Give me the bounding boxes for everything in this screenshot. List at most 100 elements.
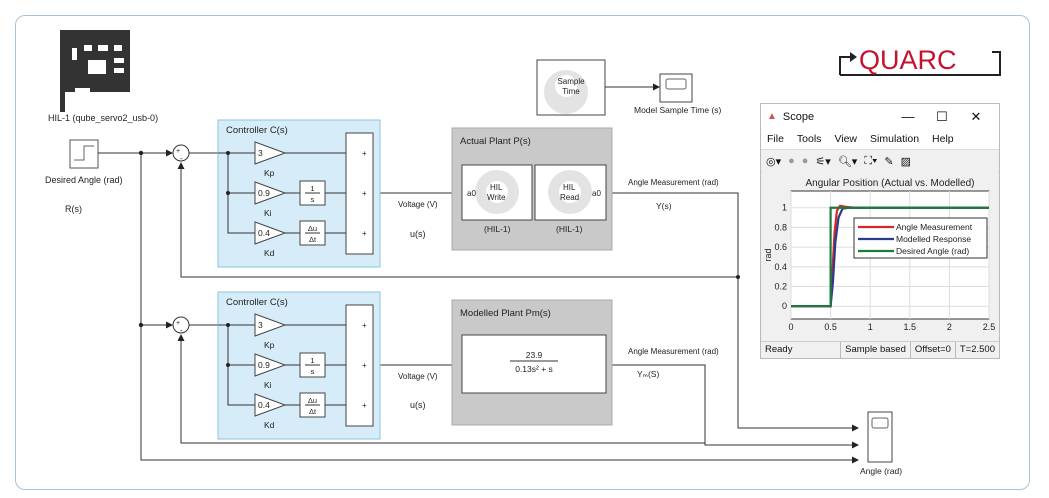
- hil-board-icon[interactable]: [60, 30, 130, 112]
- svg-text:23.9: 23.9: [526, 350, 543, 360]
- menu-tools[interactable]: Tools: [796, 133, 822, 145]
- modelled-plant-block[interactable]: Modelled Plant Pm(s) 23.9 0.13s² + s: [451, 299, 613, 426]
- sample-time-scope-label: Model Sample Time (s): [634, 105, 722, 115]
- menu-simulation[interactable]: Simulation: [870, 133, 920, 145]
- svg-text:-: -: [180, 154, 183, 163]
- gain-ki: [254, 181, 287, 205]
- close-button[interactable]: ✕: [970, 108, 982, 124]
- maximize-button[interactable]: ☐: [936, 108, 948, 124]
- scope-title: Scope: [782, 110, 815, 123]
- svg-text:Δt: Δt: [309, 235, 317, 244]
- status-ready: Ready: [765, 344, 793, 355]
- angle-measurement-label-1: Angle Measurement (rad): [628, 178, 719, 187]
- zoom-icon[interactable]: 🔍︎▾: [837, 155, 858, 168]
- menu-view[interactable]: View: [834, 133, 858, 145]
- signal-icon[interactable]: ⚟▾: [815, 155, 831, 168]
- legend-entry-2: Desired Angle (rad): [896, 246, 969, 256]
- matlab-icon: ▲: [767, 111, 777, 122]
- sample-time-scope[interactable]: [659, 73, 693, 103]
- svg-text:Δu: Δu: [308, 224, 317, 233]
- controller-title: Controller C(s): [226, 125, 288, 136]
- gain-ki: [254, 353, 287, 377]
- menu-file[interactable]: File: [767, 133, 784, 145]
- minimize-button[interactable]: —: [901, 109, 915, 124]
- svg-text:HIL: HIL: [563, 183, 576, 192]
- plus-sign: +: [362, 321, 367, 330]
- legend-entry-1: Modelled Response: [896, 234, 971, 244]
- step-block[interactable]: [69, 139, 99, 169]
- svg-text:QUARC: QUARC: [859, 45, 957, 75]
- svg-text:+: +: [176, 148, 180, 155]
- menu-help[interactable]: Help: [932, 133, 954, 145]
- y-tick-label: 0.6: [774, 242, 787, 252]
- x-tick-label: 1: [868, 322, 873, 332]
- gain-value-ki: 0.9: [258, 188, 270, 198]
- scope-plot: Angular Position (Actual vs. Modelled) 0 0…: [762, 172, 998, 344]
- sum-junction-2[interactable]: +-: [172, 316, 190, 335]
- chart-title: Angular Position (Actual vs. Modelled): [806, 178, 975, 189]
- y-tick-label: 0: [782, 301, 787, 311]
- status-bar: Ready Sample based Offset=0 T=2.500: [761, 341, 999, 358]
- scope-window[interactable]: ▲ Scope — ☐ ✕ File Tools View Simulation…: [760, 103, 1000, 359]
- angle-scope-label: Angle (rad): [860, 466, 902, 476]
- plus-sign: +: [362, 149, 367, 158]
- svg-text:Actual Plant P(s): Actual Plant P(s): [460, 136, 531, 147]
- x-tick-label: 1.5: [904, 322, 917, 332]
- x-tick-label: 0: [788, 322, 793, 332]
- svg-text:Sample: Sample: [557, 77, 585, 86]
- menu-bar: File Tools View Simulation Help: [761, 129, 999, 149]
- voltage-label-1: Voltage (V): [398, 200, 438, 209]
- gain-value-kp: 3: [258, 148, 263, 158]
- run-icon[interactable]: ●: [788, 155, 795, 167]
- svg-text:(HIL-1): (HIL-1): [484, 224, 511, 234]
- gain-label-ki: Ki: [264, 380, 272, 390]
- y-tick-label: 0.8: [774, 222, 787, 232]
- svg-text:(HIL-1): (HIL-1): [556, 224, 583, 234]
- sum-block: [345, 132, 374, 255]
- svg-text:Read: Read: [560, 193, 579, 202]
- stop-icon[interactable]: ●: [801, 155, 809, 167]
- gain-label-kp: Kp: [264, 340, 275, 350]
- status-offset: Offset=0: [909, 342, 955, 358]
- integrator-block: [299, 352, 326, 378]
- plus-sign: +: [362, 189, 367, 198]
- hil-board-label: HIL-1 (qube_servo2_usb-0): [48, 113, 158, 123]
- cursor-icon[interactable]: ✎: [884, 155, 894, 168]
- gain-value-ki: 0.9: [258, 360, 270, 370]
- angle-scope-block[interactable]: [867, 411, 893, 463]
- gain-value-kd: 0.4: [258, 400, 270, 410]
- status-time: T=2.500: [954, 342, 999, 358]
- plus-sign: +: [362, 401, 367, 410]
- svg-text:a0: a0: [467, 189, 476, 198]
- y-tick-label: 1: [782, 203, 787, 213]
- gain-value-kd: 0.4: [258, 228, 270, 238]
- svg-text:Δu: Δu: [308, 396, 317, 405]
- gain-label-kd: Kd: [264, 420, 275, 430]
- status-mode: Sample based: [840, 342, 910, 358]
- diagram-frame: [15, 15, 1030, 490]
- sum-junction-1[interactable]: +-: [172, 144, 190, 163]
- svg-text:s: s: [311, 195, 315, 204]
- x-tick-label: 2.5: [983, 322, 996, 332]
- gain-label-kp: Kp: [264, 168, 275, 178]
- angle-measurement-label-2: Angle Measurement (rad): [628, 347, 719, 356]
- derivative-block: [299, 392, 326, 418]
- gain-label-ki: Ki: [264, 208, 272, 218]
- sum-block: [345, 304, 374, 427]
- scope-title-bar[interactable]: ▲ Scope — ☐ ✕: [761, 104, 999, 129]
- svg-text:Modelled Plant Pm(s): Modelled Plant Pm(s): [460, 308, 551, 319]
- gain-value-kp: 3: [258, 320, 263, 330]
- ym-label: Yₘ(S): [637, 369, 659, 379]
- svg-text:1: 1: [310, 184, 314, 193]
- style-icon[interactable]: ▨: [900, 155, 912, 168]
- settings-icon[interactable]: ◎▾: [766, 155, 782, 168]
- svg-text:Time: Time: [562, 87, 580, 96]
- autoscale-icon[interactable]: ⛶▾: [864, 154, 878, 167]
